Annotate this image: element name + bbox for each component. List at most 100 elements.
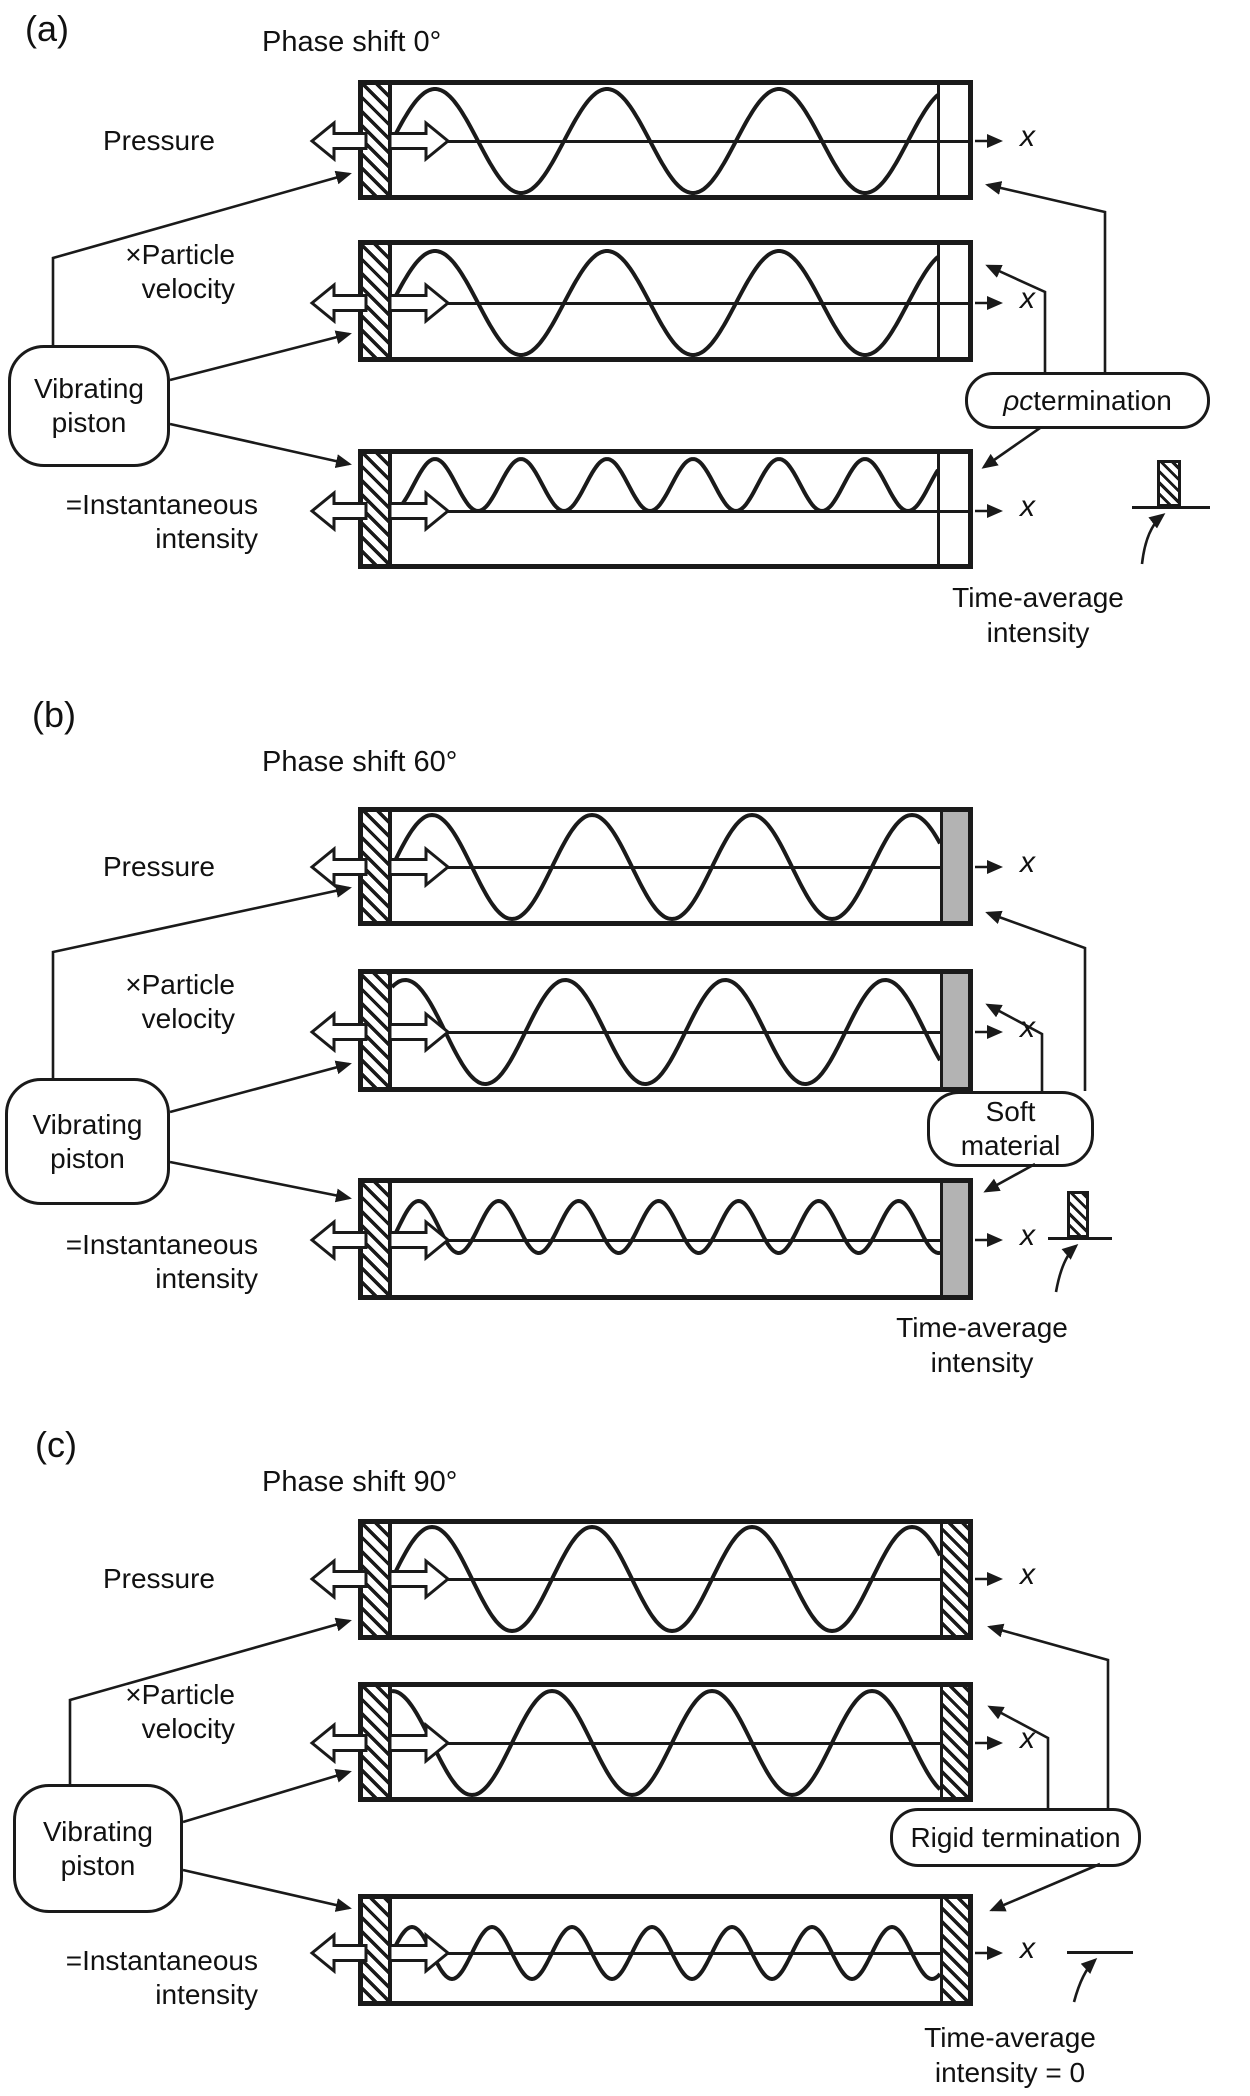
rigid-termination-hatch <box>940 1687 968 1797</box>
rigid-termination-hatch <box>940 1524 968 1635</box>
pressure-wave-plot <box>390 1525 942 1633</box>
soft-material-termination <box>940 812 968 921</box>
arrow-piston-to-intensity <box>182 1868 352 1912</box>
arrow-termination-to-pressure <box>985 181 1107 372</box>
velocity-label-line1: ×Particle <box>125 239 235 270</box>
tube-c-intensity <box>358 1894 973 2006</box>
arrow-rigid-to-intensity <box>989 1862 1101 1912</box>
vibrating-piston-line1: Vibrating <box>42 1815 153 1847</box>
vibrating-piston-line2: piston <box>60 1849 136 1881</box>
time-average-line1: Time-average <box>952 582 1124 613</box>
arrow-termination-to-intensity <box>981 426 1041 469</box>
intensity-label-line1: =Instantaneous <box>65 489 258 520</box>
particle-velocity-wave-plot <box>391 1689 942 1797</box>
panel-b-pressure-label: Pressure <box>102 851 215 882</box>
x-axis-line <box>392 1239 940 1242</box>
particle-velocity-wave <box>391 1689 942 1797</box>
x-axis-label: x <box>1020 282 1035 315</box>
x-axis-label: x <box>1020 1219 1035 1252</box>
velocity-label-line1: ×Particle <box>125 969 235 1000</box>
velocity-label-line1: ×Particle <box>125 1679 235 1710</box>
pressure-wave <box>390 1525 942 1633</box>
x-axis-label: x <box>1020 1558 1035 1591</box>
panel-a-title: Phase shift 0° <box>262 26 442 58</box>
panel-a-tag: (a) <box>25 8 69 49</box>
x-axis-line <box>392 866 940 869</box>
vibrating-piston-line1: Vibrating <box>33 373 144 404</box>
soft-material-termination <box>940 974 968 1087</box>
time-average-line1: Time-average <box>924 2022 1096 2053</box>
rigid-termination-text: Rigid termination <box>910 1821 1121 1853</box>
rigid-termination-hatch <box>940 1899 968 2001</box>
instantaneous-intensity-wave-plot <box>391 457 940 513</box>
soft-material-line2: material <box>960 1130 1061 1161</box>
curved-arrow-time-average <box>1054 1244 1079 1293</box>
tube-c-velocity <box>358 1682 973 1802</box>
tube-a-pressure <box>358 80 973 200</box>
panel-a-pressure-label: Pressure <box>102 125 215 156</box>
soft-material-termination <box>940 1183 968 1295</box>
x-axis-label: x <box>1020 1932 1035 1965</box>
time-average-label-a: Time-average intensity <box>923 580 1153 650</box>
x-axis-line <box>392 1031 940 1034</box>
arrow-piston-to-velocity <box>169 1060 352 1114</box>
x-axis-line <box>392 1742 940 1745</box>
panel-b-tag: (b) <box>32 694 76 735</box>
panel-b-title: Phase shift 60° <box>262 746 458 778</box>
panel-c-pressure-label: Pressure <box>102 1563 215 1594</box>
tube-b-velocity <box>358 969 973 1092</box>
curved-arrow-time-average <box>1140 513 1166 565</box>
rigid-termination-box: Rigid termination <box>890 1808 1141 1867</box>
x-axis-label: x <box>1020 1722 1035 1755</box>
instantaneous-intensity-wave <box>390 1199 941 1255</box>
time-average-baseline-zero <box>1067 1951 1133 1954</box>
curved-arrow-time-average-zero <box>1072 1957 1098 2003</box>
velocity-label-line2: velocity <box>141 1713 235 1744</box>
velocity-label-line2: velocity <box>141 1003 235 1034</box>
tube-a-intensity <box>358 449 973 569</box>
x-axis-label: x <box>1020 490 1035 523</box>
pressure-wave <box>390 813 942 921</box>
x-axis-line <box>392 510 968 513</box>
time-average-line2: intensity <box>930 1347 1034 1378</box>
panel-b-velocity-label: ×Particle velocity <box>15 968 235 1036</box>
instantaneous-intensity-wave <box>390 1925 942 1981</box>
rho-c-termination-box: ρc termination <box>965 372 1210 429</box>
particle-velocity-wave <box>390 978 942 1086</box>
vibrating-piston-line2: piston <box>50 1142 125 1174</box>
particle-velocity-wave-plot <box>390 978 942 1086</box>
arrow-piston-to-velocity <box>169 330 352 382</box>
instantaneous-intensity-wave-plot <box>390 1199 941 1255</box>
arrow-piston-to-intensity <box>169 1160 352 1203</box>
rho-c-symbol: ρc <box>1003 384 1034 416</box>
intensity-label-line1: =Instantaneous <box>65 1945 258 1976</box>
time-average-line2: intensity = 0 <box>934 2057 1086 2088</box>
time-average-baseline <box>1048 1237 1112 1240</box>
x-axis-line <box>392 140 968 143</box>
vibrating-piston-box: Vibrating piston <box>5 1078 170 1205</box>
arrow-rigid-to-velocity <box>987 1705 1050 1808</box>
x-axis-line <box>392 1952 940 1955</box>
particle-velocity-wave-plot <box>390 249 940 357</box>
x-axis-label: x <box>1020 846 1035 879</box>
panel-a-velocity-label: ×Particle velocity <box>15 238 235 306</box>
arrow-piston-to-velocity <box>182 1769 352 1824</box>
intensity-label-line2: intensity <box>155 523 258 554</box>
rho-c-termination-line <box>937 85 940 195</box>
panel-c-velocity-label: ×Particle velocity <box>15 1678 235 1746</box>
time-average-bar-icon <box>1067 1191 1089 1238</box>
panel-c-tag: (c) <box>35 1424 77 1465</box>
vibrating-piston-line1: Vibrating <box>32 1108 143 1140</box>
particle-velocity-wave <box>390 249 940 357</box>
instantaneous-intensity-wave-plot <box>390 1925 942 1981</box>
vibrating-piston-line2: piston <box>51 407 127 438</box>
soft-material-box: Soft material <box>927 1091 1094 1167</box>
time-average-line2: intensity <box>986 617 1090 648</box>
piston-hatch <box>363 245 392 357</box>
intensity-label-line1: =Instantaneous <box>65 1229 258 1260</box>
pressure-wave-plot <box>390 87 940 195</box>
time-average-label-b: Time-average intensity <box>867 1310 1097 1380</box>
tube-b-intensity <box>358 1178 973 1300</box>
pressure-wave-plot <box>390 813 942 921</box>
